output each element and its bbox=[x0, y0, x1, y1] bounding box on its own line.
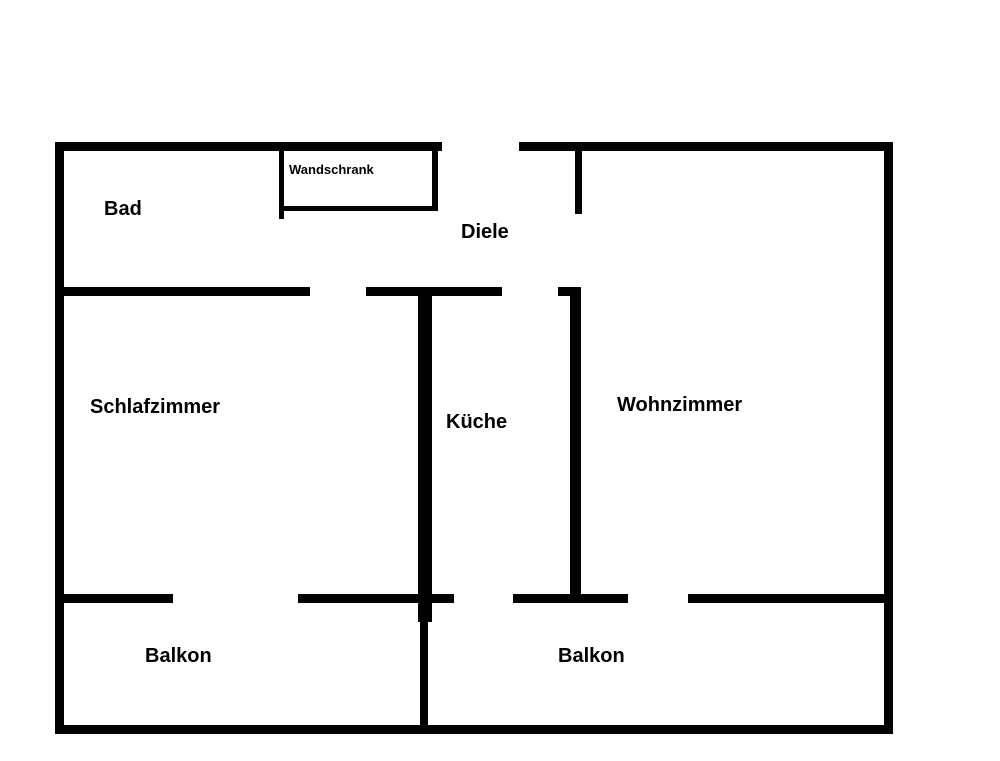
balcony-wall-4 bbox=[688, 594, 888, 603]
label-wandschrank: Wandschrank bbox=[289, 162, 375, 177]
outer-wall-bottom bbox=[55, 725, 893, 734]
hallway-south-walls bbox=[58, 287, 581, 296]
wandschrank-wall-right bbox=[432, 148, 438, 211]
wall-schlafzimmer-kueche bbox=[418, 292, 432, 622]
wandschrank-walls bbox=[279, 148, 438, 219]
label-kueche: Küche bbox=[446, 411, 507, 433]
wall-diele-wohnzimmer-stub bbox=[558, 287, 581, 296]
outer-wall-top-right bbox=[519, 142, 893, 151]
balcony-walls bbox=[58, 594, 888, 730]
label-bad: Bad bbox=[104, 198, 142, 220]
balcony-wall-1 bbox=[58, 594, 173, 603]
outer-wall-right bbox=[884, 142, 893, 734]
balcony-wall-3 bbox=[513, 594, 628, 603]
diele-partition-wall bbox=[575, 148, 582, 214]
outer-walls bbox=[55, 142, 893, 734]
outer-wall-left bbox=[55, 142, 64, 734]
wall-kueche-wohnzimmer bbox=[570, 292, 581, 599]
wall-diele-kueche bbox=[366, 287, 502, 296]
wall-bad-schlafzimmer bbox=[58, 287, 310, 296]
wandschrank-wall-bottom bbox=[279, 206, 438, 211]
label-wohnzimmer: Wohnzimmer bbox=[617, 394, 742, 416]
label-diele: Diele bbox=[461, 221, 509, 243]
label-balkon-right: Balkon bbox=[558, 645, 625, 667]
balcony-divider bbox=[420, 600, 428, 730]
outer-wall-top-left bbox=[55, 142, 442, 151]
wandschrank-wall-left bbox=[279, 148, 284, 219]
balcony-wall-2 bbox=[298, 594, 454, 603]
label-schlafzimmer: Schlafzimmer bbox=[90, 396, 220, 418]
room-labels: Bad Wandschrank Diele Schlafzimmer Küche… bbox=[90, 162, 742, 667]
label-balkon-left: Balkon bbox=[145, 645, 212, 667]
